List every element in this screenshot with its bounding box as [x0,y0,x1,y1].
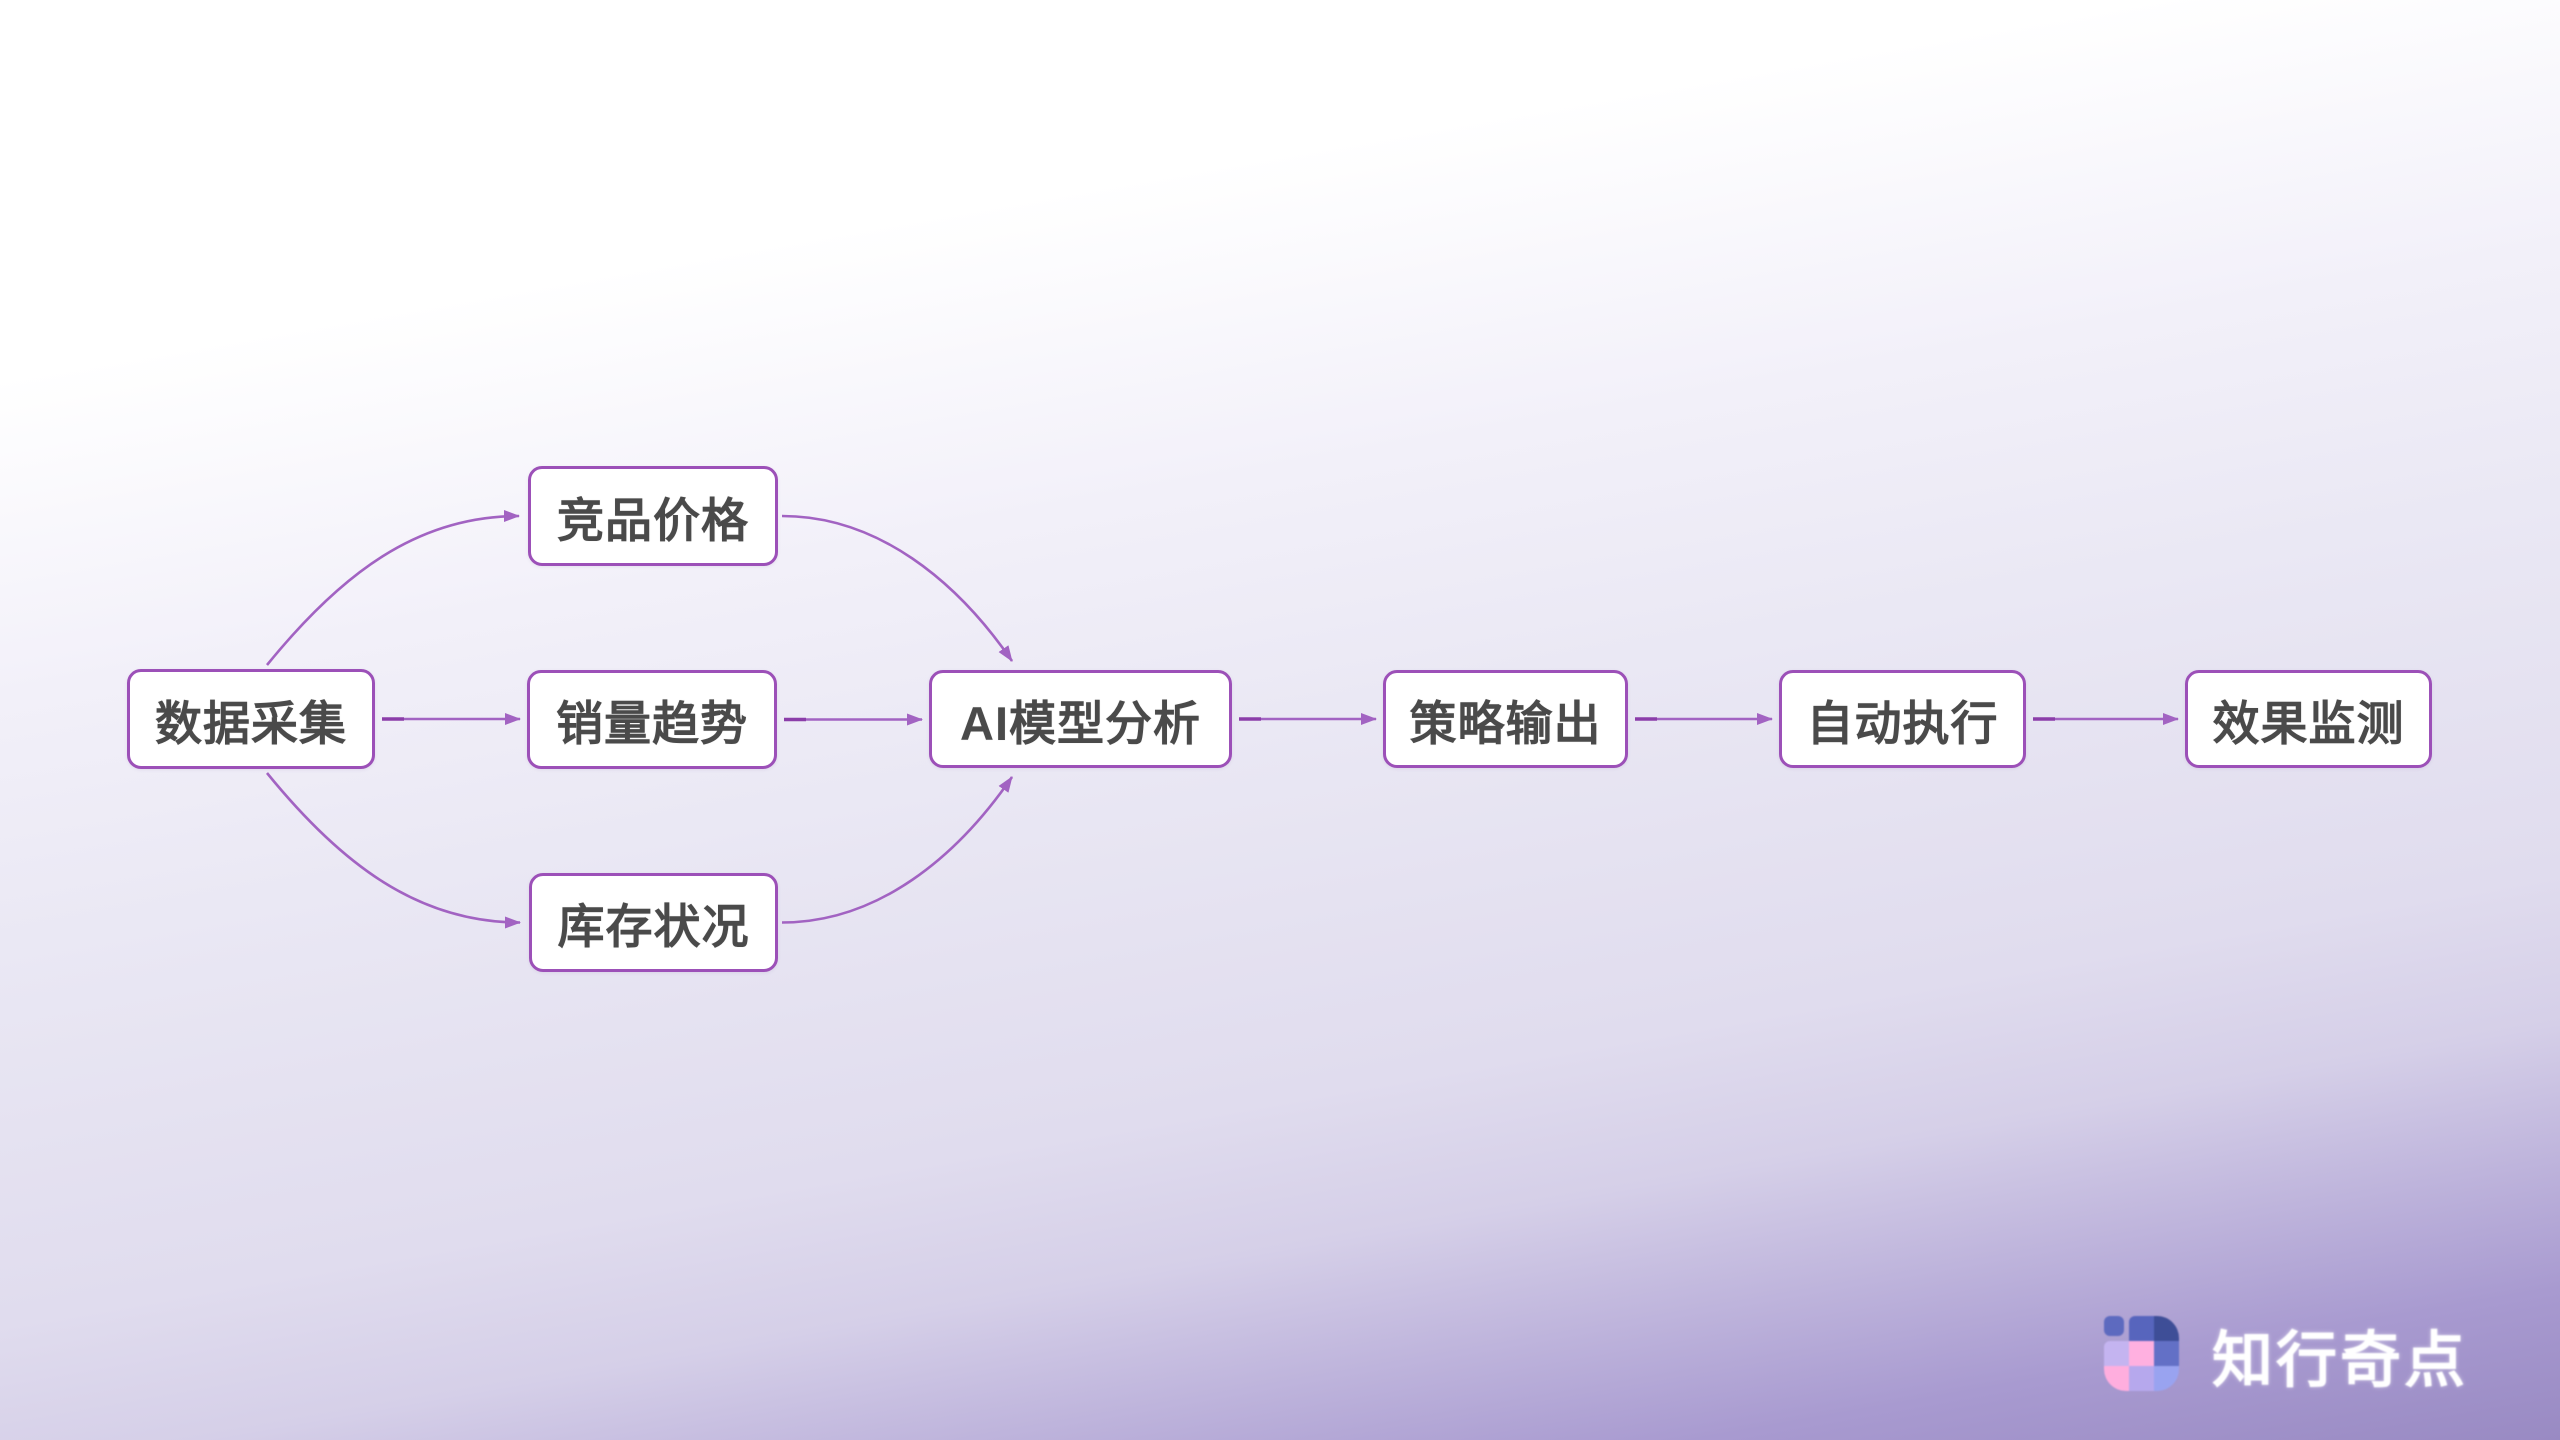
logo-pixel-cell [2129,1316,2154,1341]
logo-detached-pixel-cell [2104,1316,2124,1336]
flow-node-label: 库存状况 [557,900,750,953]
edge-inventory-status-to-ai-analysis [781,776,1014,924]
flow-node-label: 自动执行 [1806,696,1999,750]
flow-node-label: 竞品价格 [557,493,749,547]
flow-node-auto-execute: 自动执行 [1779,670,2026,768]
flow-node-strategy-output: 策略输出 [1383,670,1628,768]
brand-logo: 知行奇点 [2104,1316,2468,1394]
logo-pixel-cell [2154,1366,2179,1391]
edge-competitor-price-to-ai-analysis [781,514,1014,662]
flow-node-label: 数据采集 [155,696,347,750]
flow-node-label: 策略输出 [1409,696,1602,750]
edge-data-collection-to-competitor-price [265,510,520,666]
flow-node-data-collection: 数据采集 [127,669,375,769]
logo-pixel-cell [2154,1316,2179,1341]
flow-node-label: AI模型分析 [960,696,1201,750]
logo-pixel-cell [2154,1341,2179,1366]
flow-node-effect-monitor: 效果监测 [2185,670,2432,768]
flow-node-label: 销量趋势 [556,697,748,750]
pixel-grid-logo-icon [2104,1316,2179,1391]
logo-pixel-cell [2104,1341,2129,1366]
flow-node-inventory-status: 库存状况 [529,873,778,972]
logo-pixel-cell [2104,1366,2129,1391]
flow-node-competitor-price: 竞品价格 [528,466,778,566]
flow-node-label: 效果监测 [2212,696,2405,750]
logo-pixel-cell [2129,1366,2154,1391]
edge-data-collection-to-inventory-status [265,772,521,929]
flow-node-ai-analysis: AI模型分析 [929,670,1232,768]
brand-logo-text: 知行奇点 [2212,1325,2469,1394]
logo-pixel-cell [2129,1341,2154,1366]
flow-node-sales-trend: 销量趋势 [527,670,777,769]
